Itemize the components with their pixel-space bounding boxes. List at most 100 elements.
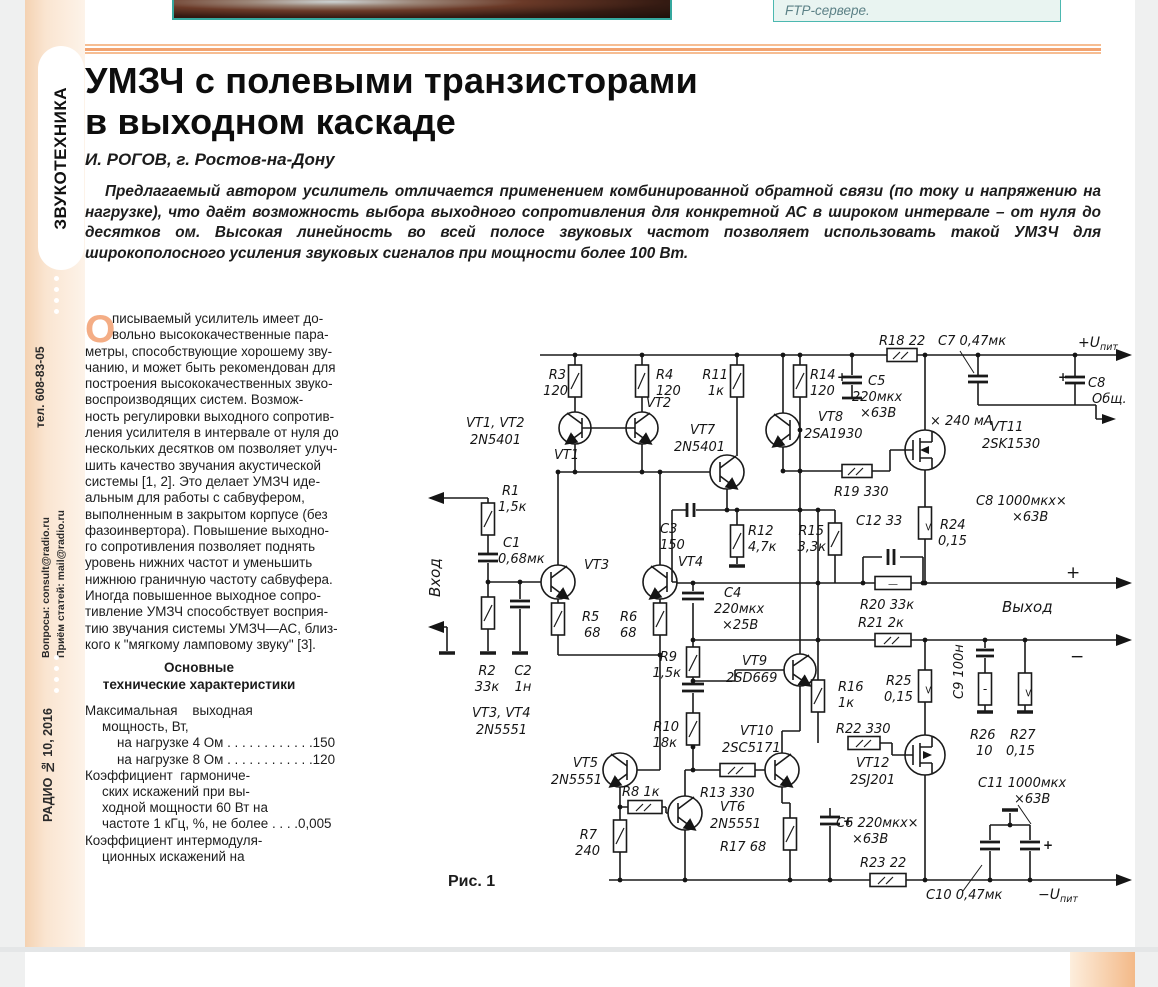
spec-line: на нагрузке 8 Ом . . . . . . . . . . . .… [117,751,336,767]
schematic-label: 18к [653,736,678,751]
body-line: фазоинвертора). Повышение выходно- [85,522,330,538]
schematic-label: VT12 [856,756,889,771]
schematic-label: 1,5к [652,666,681,681]
body-line: нескольких десятков ом позволяет улуч- [85,441,338,457]
schematic-label: − [1070,647,1084,667]
schematic-label: 3,3к [797,540,826,555]
schematic-label: × 240 мА [930,414,993,429]
schematic-label: 0,15 [938,534,967,549]
body-line: кого к "мягкому ламповому звуку" [3]. [85,636,316,652]
schematic-label: R24 [940,518,966,533]
resistor-slashes [483,351,909,885]
dot [54,666,59,671]
schematic-label: > [922,522,935,531]
sidebar: ЗВУКОТЕХНИКА тел. 608-83-05 Приём статей… [25,0,85,947]
schematic-label: 68 [584,626,601,641]
schematic-label: + [1043,838,1053,852]
body-line: ность регулировки выходного сопротив- [85,408,335,424]
schematic-label: +Uпит [1078,335,1118,353]
article-title: УМЗЧ с полевыми транзисторами в выходном… [85,60,1101,142]
spec-line: ходной мощности 60 Вт на [102,800,268,816]
schematic-label: C2 [514,664,531,679]
body-line: выполненным в закрытом корпусе (без [85,506,328,522]
body-line: метры, способствующие хорошему зву- [85,343,333,359]
magazine-page: ЗВУКОТЕХНИКА тел. 608-83-05 Приём статей… [25,0,1135,947]
body-line: тию звучания системы УМЗЧ—АС, близ- [85,620,338,636]
schematic-label: C8 1000мкх× [976,494,1067,509]
schematic-label: VT3 [584,558,609,573]
schematic-label: R2 [478,664,495,679]
spec-line: мощность, Вт, [102,719,189,735]
body-line: го сопротивления позволяет поднять [85,539,316,555]
schematic-label: C12 33 [856,514,902,529]
schematic-label: 1н [515,680,532,695]
schematic-label: 2SA1930 [804,427,863,442]
schematic-label: 2N5401 [470,433,521,448]
schematic-label: VT9 [742,654,767,669]
schematic-label: C7 0,47мк [938,335,1006,349]
schematic-label: R11 [702,368,728,383]
schematic-label: 120 [810,384,835,399]
schematic-label: 2SC5171 [722,741,781,756]
schematic-label: R7 [580,828,598,843]
schematic-label: R27 [1010,728,1036,743]
schematic-label: C6 220мкх× [836,816,919,831]
schematic-label: R17 68 [720,840,766,855]
schematic-label: 0,15 [884,690,913,705]
divider [85,44,1101,46]
schematic-label: ×25В [722,618,758,633]
schematic-label: 2N5551 [551,773,602,788]
body-line: вольно высококачественные пара- [112,327,329,343]
schematic-label: 220мкх [714,602,764,617]
schematic-label: 2SK1530 [982,437,1040,452]
schematic-label: 2N5551 [476,723,527,738]
title-line1: УМЗЧ с полевыми транзисторами [85,60,698,101]
body-line: построения высококачественных звуко- [85,376,333,392]
divider [85,47,1101,51]
schematic-label: 2SD669 [726,671,777,686]
schematic-label: R15 [798,524,824,539]
schematic-label: 2N5401 [674,440,725,455]
schematic-label: VT2 [646,396,671,411]
schematic-label: VT11 [990,420,1023,435]
schematic-label: + [1066,563,1080,583]
article-lead: Предлагаемый автором усилитель отличаетс… [85,183,1101,262]
schematic-label: VT4 [678,555,703,570]
body-line: уровень нижних частот и уменьшить [85,555,313,571]
schematic-label: R9 [660,650,677,665]
schematic-label: ×63В [1012,510,1048,525]
schematic-label: C8 [1088,376,1105,391]
schematic-label: 10 [976,744,993,759]
spec-line: Максимальная выходная [85,703,253,718]
schematic-label: Выход [1002,598,1053,616]
schematic-label: R22 330 [836,722,891,737]
body-line: шить качество звучания акустической [85,457,322,473]
schematic-label: 1к [838,696,854,711]
schematic-label: VT1, VT2 [466,416,524,431]
schematic-label: VT5 [573,756,598,771]
schematic-label: VT10 [740,724,773,739]
schematic-label: + [843,814,853,828]
article-author: И. РОГОВ, г. Ростов-на-Дону [85,150,335,169]
schematic-label: + [1058,370,1068,384]
ground-symbols [439,564,1033,812]
dot [54,677,59,682]
schematic-label: C1 [503,536,520,551]
schematic-label: 0,15 [1006,744,1035,759]
terminal-arrows [428,349,1132,886]
schematic-label: R21 2к [858,616,904,631]
schematic-label: R19 330 [834,485,889,500]
schematic-label: VT8 [818,410,843,425]
schematic-label: R25 [886,674,912,689]
article-photo [172,0,672,20]
schematic-label: R8 1к [622,785,660,800]
schematic-label: C10 0,47мк [926,888,1003,903]
drop-cap: О [85,308,116,351]
schematic-label: + [837,370,847,384]
body-line: тивление УМЗЧ способствует восприя- [85,604,329,620]
dot-decoration [54,276,59,314]
spec-line: Коэффициент гармониче- [85,767,251,783]
